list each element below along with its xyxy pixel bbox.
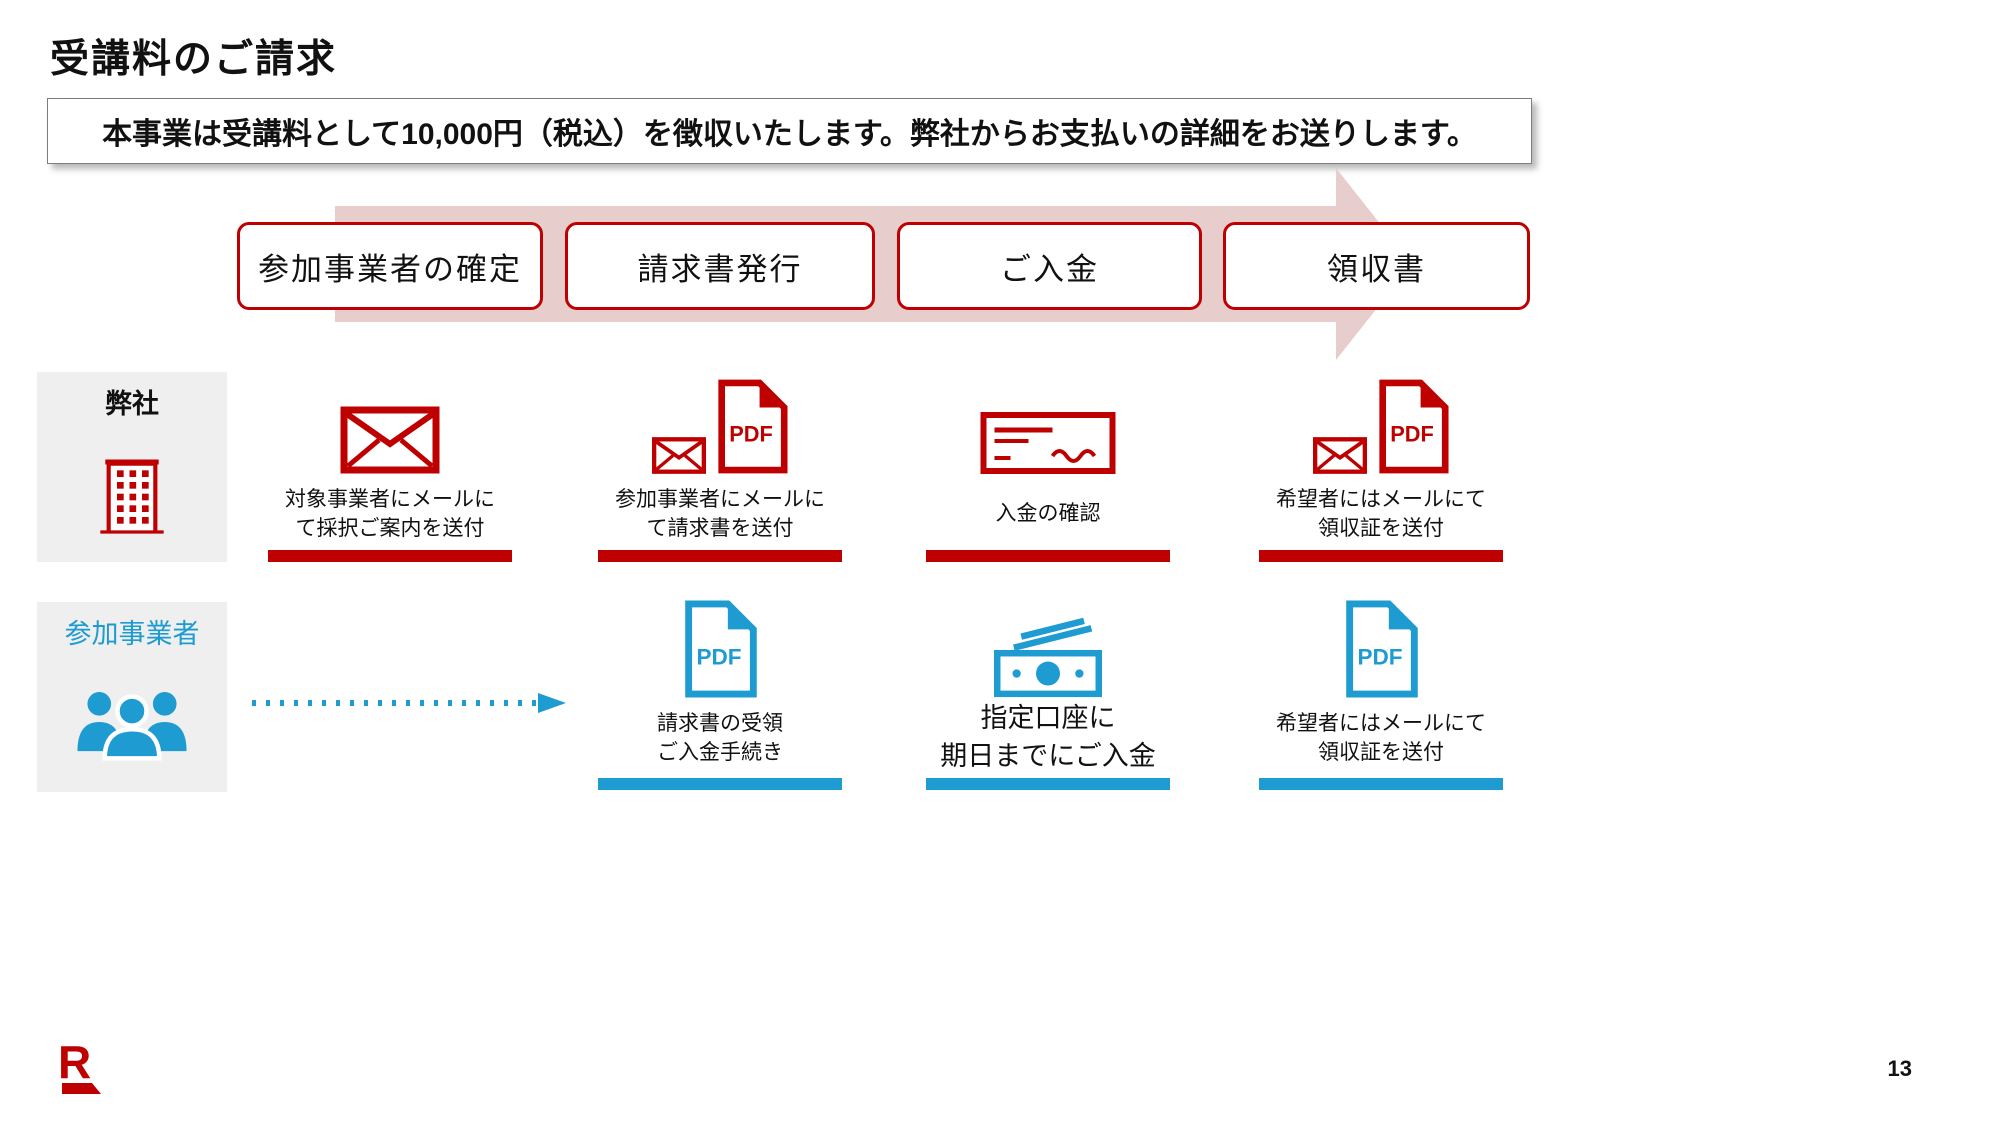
underline-bar <box>926 778 1170 790</box>
notice-text: 本事業は受講料として10,000円（税込）を徴収いたします。弊社からお支払いの詳… <box>102 118 1477 151</box>
step-label: 参加事業者の確定 <box>258 251 522 287</box>
underline-bar <box>598 550 842 562</box>
envelope-icon <box>1313 437 1367 474</box>
cell-text: 希望者にはメールにて 領収証を送付 <box>1276 487 1486 540</box>
dotted-arrow-icon <box>250 690 568 716</box>
step-label: ご入金 <box>1000 251 1099 287</box>
cell-participant-receipt: PDF 希望者にはメールにて 領収証を送付 <box>1221 598 1541 790</box>
underline-bar <box>926 550 1170 562</box>
envelope-pdf-icon: PDF <box>652 374 788 474</box>
money-icon <box>988 598 1108 698</box>
envelope-icon <box>340 374 440 474</box>
check-icon <box>978 374 1118 474</box>
cell-text: 請求書の受領 ご入金手続き <box>657 711 783 764</box>
row-label-text: 参加事業者 <box>64 619 200 649</box>
cell-participant-invoice: PDF 請求書の受領 ご入金手続き <box>560 598 880 790</box>
cell-text: 入金の確認 <box>995 502 1101 526</box>
step-box-payment: ご入金 <box>897 222 1202 310</box>
underline-bar <box>1259 550 1503 562</box>
underline-bar <box>598 778 842 790</box>
step-box-receipt: 領収書 <box>1223 222 1530 310</box>
people-icon <box>72 651 192 792</box>
row-label-text: 弊社 <box>105 389 159 419</box>
cell-company-receipt: PDF 希望者にはメールにて 領収証を送付 <box>1221 374 1541 562</box>
notice-box: 本事業は受講料として10,000円（税込）を徴収いたします。弊社からお支払いの詳… <box>47 98 1532 164</box>
pdf-icon: PDF <box>1341 598 1421 698</box>
svg-text:PDF: PDF <box>1357 645 1402 670</box>
row-label-company: 弊社 <box>37 372 227 562</box>
cell-text: 対象事業者にメールに て採択ご案内を送付 <box>285 487 495 540</box>
cell-text: 希望者にはメールにて 領収証を送付 <box>1276 711 1486 764</box>
svg-text:PDF: PDF <box>729 422 773 447</box>
page-title: 受講料のご請求 <box>50 38 338 81</box>
underline-bar <box>268 550 512 562</box>
cell-company-confirm: 入金の確認 <box>888 374 1208 562</box>
pdf-icon: PDF <box>718 379 788 474</box>
rakuten-logo-icon: R <box>52 1038 108 1096</box>
cell-text: 参加事業者にメールに て請求書を送付 <box>615 487 825 540</box>
svg-text:PDF: PDF <box>1390 422 1434 447</box>
underline-bar <box>1259 778 1503 790</box>
cell-company-invoice: PDF 参加事業者にメールに て請求書を送付 <box>560 374 880 562</box>
building-icon <box>97 421 167 562</box>
svg-text:PDF: PDF <box>696 645 741 670</box>
step-label: 請求書発行 <box>637 251 803 287</box>
step-box-invoice: 請求書発行 <box>565 222 875 310</box>
envelope-icon <box>652 437 706 474</box>
page-number: 13 <box>1887 1056 1912 1081</box>
cell-company-notify: 対象事業者にメールに て採択ご案内を送付 <box>230 374 550 562</box>
row-label-participants: 参加事業者 <box>37 602 227 792</box>
envelope-pdf-icon: PDF <box>1313 374 1449 474</box>
step-label: 領収書 <box>1327 251 1426 287</box>
pdf-icon: PDF <box>680 598 760 698</box>
cell-text: 指定口座に 期日までにご入金 <box>940 703 1156 771</box>
svg-text:R: R <box>58 1038 91 1088</box>
step-box-confirmation: 参加事業者の確定 <box>237 222 543 310</box>
pdf-icon: PDF <box>1379 379 1449 474</box>
cell-participant-payment: 指定口座に 期日までにご入金 <box>888 598 1208 790</box>
